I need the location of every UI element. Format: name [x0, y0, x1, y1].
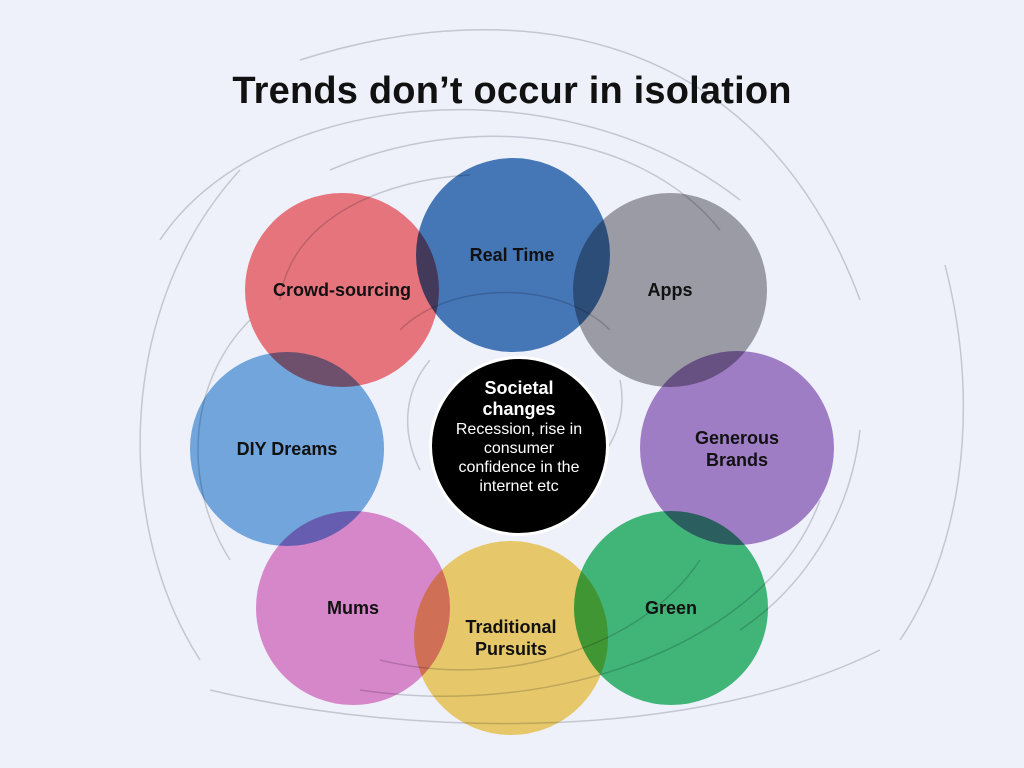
trend-label-traditional-pursuits: Traditional Pursuits [465, 617, 557, 659]
trend-circle-crowd-sourcing [242, 190, 442, 390]
trend-label-diy-dreams: DIY Dreams [236, 439, 338, 459]
trend-label-mums: Mums [326, 598, 379, 618]
center-description: Recession, rise in consumer confidence i… [455, 421, 583, 495]
center-circle [429, 356, 609, 536]
slide-title: Trends don’t occur in isolation [232, 70, 792, 112]
center-title: Societal changes [482, 378, 556, 419]
center-text: Societal changes Recession, rise in cons… [449, 378, 589, 496]
trend-label-apps: Apps [647, 280, 693, 300]
trend-label-crowd-sourcing: Crowd-sourcing [273, 280, 411, 300]
trend-label-real-time: Real Time [469, 245, 555, 265]
trend-label-green: Green [644, 598, 698, 618]
trend-label-generous-brands: Generous Brands [694, 428, 780, 470]
